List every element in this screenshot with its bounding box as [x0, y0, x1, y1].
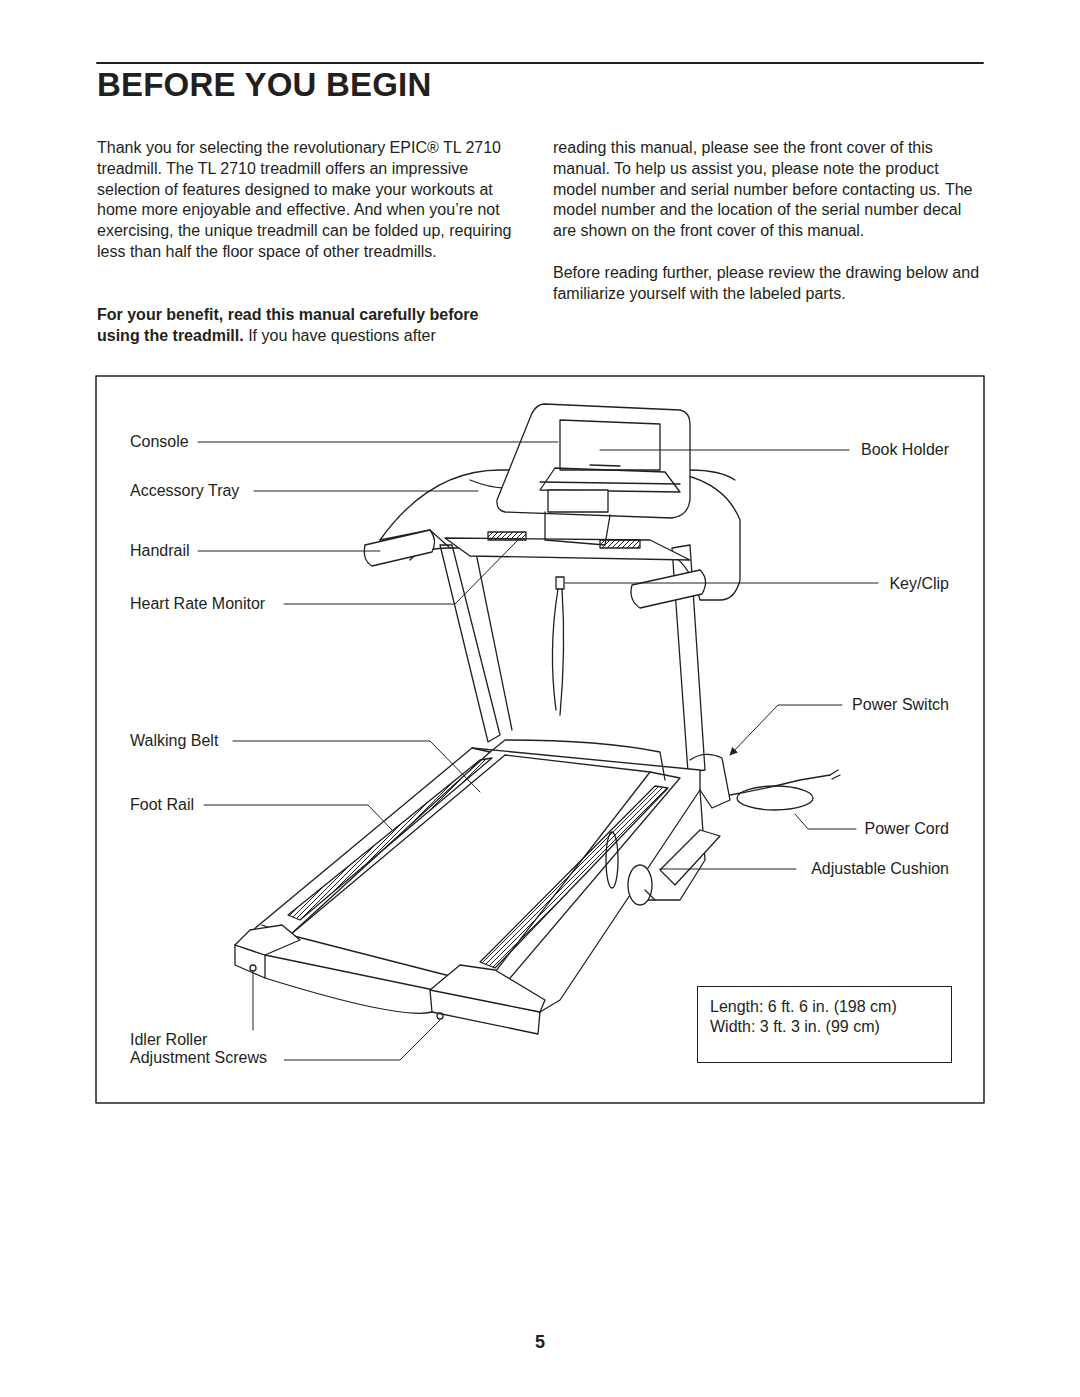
part-label: Accessory Tray	[128, 482, 241, 500]
part-label: Idler Roller Adjustment Screws	[128, 1031, 284, 1067]
treadmill	[235, 404, 840, 1034]
page-title: BEFORE YOU BEGIN	[97, 66, 431, 104]
intro-paragraph: Thank you for selecting the revolutionar…	[97, 138, 517, 263]
part-label: Foot Rail	[128, 796, 196, 814]
dimension-text: Length: 6 ft. 6 in. (198 cm)	[710, 997, 939, 1017]
intro-paragraph: For your benefit, read this manual caref…	[97, 305, 517, 347]
part-label: Handrail	[128, 542, 192, 560]
page-number: 5	[533, 1333, 547, 1351]
leader-lines	[198, 442, 878, 1060]
part-label: Adjustable Cushion	[809, 860, 951, 878]
dimension-text: Width: 3 ft. 3 in. (99 cm)	[710, 1017, 939, 1037]
part-label: Heart Rate Monitor	[128, 595, 267, 613]
figure-frame	[96, 376, 984, 1103]
part-label: Book Holder	[859, 441, 951, 459]
part-label: Key/Clip	[887, 575, 951, 593]
part-label: Console	[128, 433, 191, 451]
intro-paragraph: Before reading further, please review th…	[553, 263, 983, 305]
intro-paragraph: reading this manual, please see the fron…	[553, 138, 985, 242]
part-label: Power Switch	[850, 696, 951, 714]
part-label: Walking Belt	[128, 732, 220, 750]
part-label: Power Cord	[863, 820, 951, 838]
dimension-box: Length: 6 ft. 6 in. (198 cm)Width: 3 ft.…	[697, 986, 952, 1063]
header-rule	[97, 62, 983, 64]
intro-text: If you have questions after	[248, 327, 436, 344]
